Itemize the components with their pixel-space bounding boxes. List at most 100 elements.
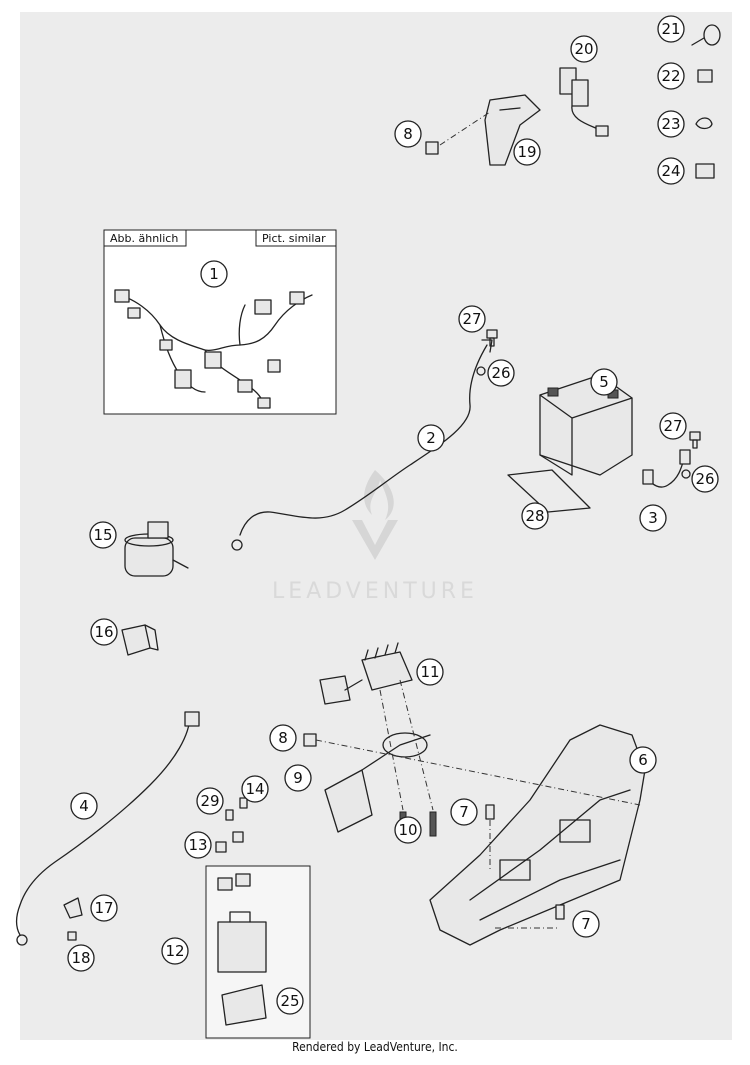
nut-part <box>67 931 77 941</box>
callout-label: 13 <box>188 836 207 854</box>
screw-part-27b <box>689 431 701 449</box>
inset-label-left: Abb. ähnlich <box>110 232 178 245</box>
ground-cable-part <box>15 711 200 946</box>
callout-label: 27 <box>462 310 481 328</box>
callout-label: 21 <box>661 20 680 38</box>
bolt-part-8a <box>303 733 317 747</box>
callout-label: 5 <box>599 373 609 391</box>
small-part-29 <box>225 809 234 821</box>
callout-6: 6 <box>629 746 657 774</box>
callout-label: 15 <box>93 526 112 544</box>
callout-label: 4 <box>79 797 89 815</box>
callout-7b: 7 <box>572 910 600 938</box>
callout-label: 16 <box>94 623 113 641</box>
callout-label: 25 <box>280 992 299 1010</box>
callout-25: 25 <box>276 987 304 1015</box>
callout-label: 6 <box>638 751 648 769</box>
connector-part-20 <box>559 67 609 137</box>
callout-label: 10 <box>398 821 417 839</box>
callout-label: 3 <box>648 509 658 527</box>
callout-3: 3 <box>639 504 667 532</box>
callout-26b: 26 <box>691 465 719 493</box>
callout-label: 26 <box>695 470 714 488</box>
callout-7a: 7 <box>450 798 478 826</box>
screw-part-27a <box>486 329 498 347</box>
callout-13: 13 <box>184 831 212 859</box>
callout-label: 20 <box>574 40 593 58</box>
callout-5: 5 <box>590 368 618 396</box>
callout-label: 11 <box>420 663 439 681</box>
callout-label: 2 <box>426 429 436 447</box>
callout-15: 15 <box>89 521 117 549</box>
callout-27b: 27 <box>659 412 687 440</box>
cap-part <box>63 897 83 919</box>
callout-1: 1 <box>200 260 228 288</box>
callout-24: 24 <box>657 157 685 185</box>
callout-8b: 8 <box>269 724 297 752</box>
callout-label: 28 <box>525 507 544 525</box>
callout-label: 8 <box>278 729 288 747</box>
holder-part-19 <box>484 94 541 166</box>
connector-part <box>121 624 159 656</box>
holder-part <box>324 732 431 833</box>
callout-26a: 26 <box>487 359 515 387</box>
callout-11: 11 <box>416 658 444 686</box>
callout-label: 9 <box>293 769 303 787</box>
clip-part-22 <box>697 69 713 83</box>
small-cable-part <box>642 449 691 488</box>
callout-label: 14 <box>245 780 264 798</box>
callout-23: 23 <box>657 110 685 138</box>
callout-12: 12 <box>161 937 189 965</box>
footer-credit: Rendered by LeadVenture, Inc. <box>292 1040 458 1054</box>
battery-cable-part <box>231 339 493 551</box>
callout-9: 9 <box>284 764 312 792</box>
callout-18: 18 <box>67 944 95 972</box>
leader-lines <box>315 111 641 929</box>
callout-10: 10 <box>394 816 422 844</box>
inset-box: Abb. ähnlich Pict. similar <box>103 229 337 415</box>
diagram-background <box>20 12 732 1040</box>
clip-part-23 <box>695 117 713 130</box>
callout-14: 14 <box>241 775 269 803</box>
washer-part-26a <box>476 366 486 376</box>
callout-29: 29 <box>196 787 224 815</box>
battery-pad-part <box>507 469 591 513</box>
callout-20: 20 <box>570 35 598 63</box>
callout-label: 23 <box>661 115 680 133</box>
callout-28: 28 <box>521 502 549 530</box>
callout-8a: 8 <box>394 120 422 148</box>
callout-16: 16 <box>90 618 118 646</box>
callout-17: 17 <box>90 894 118 922</box>
callout-label: 19 <box>517 143 536 161</box>
callout-label: 27 <box>663 417 682 435</box>
callout-label: 12 <box>165 942 184 960</box>
watermark-text: LEADVENTURE <box>272 579 478 604</box>
plug-part-24 <box>695 163 715 179</box>
capacitor-part <box>124 521 189 577</box>
wiring-harness-part <box>114 289 313 409</box>
callout-label: 8 <box>403 125 413 143</box>
cable-tie-part <box>691 24 721 46</box>
callout-label: 22 <box>661 67 680 85</box>
small-part-14 <box>239 797 248 809</box>
callout-label: 7 <box>581 915 591 933</box>
callout-label: 7 <box>459 803 469 821</box>
regulator-part <box>319 642 413 705</box>
callout-label: 18 <box>71 949 90 967</box>
callout-21: 21 <box>657 15 685 43</box>
callout-22: 22 <box>657 62 685 90</box>
screw-part-7b <box>555 904 565 920</box>
callout-label: 24 <box>661 162 680 180</box>
washer-part-26b <box>681 469 691 479</box>
inset-label-right: Pict. similar <box>262 232 326 245</box>
battery-part <box>539 374 633 476</box>
callout-27a: 27 <box>458 305 486 333</box>
callout-label: 29 <box>200 792 219 810</box>
callout-label: 17 <box>94 899 113 917</box>
callout-label: 26 <box>491 364 510 382</box>
callout-2: 2 <box>417 424 445 452</box>
battery-tray-part <box>429 724 646 946</box>
callout-19: 19 <box>513 138 541 166</box>
callout-4: 4 <box>70 792 98 820</box>
